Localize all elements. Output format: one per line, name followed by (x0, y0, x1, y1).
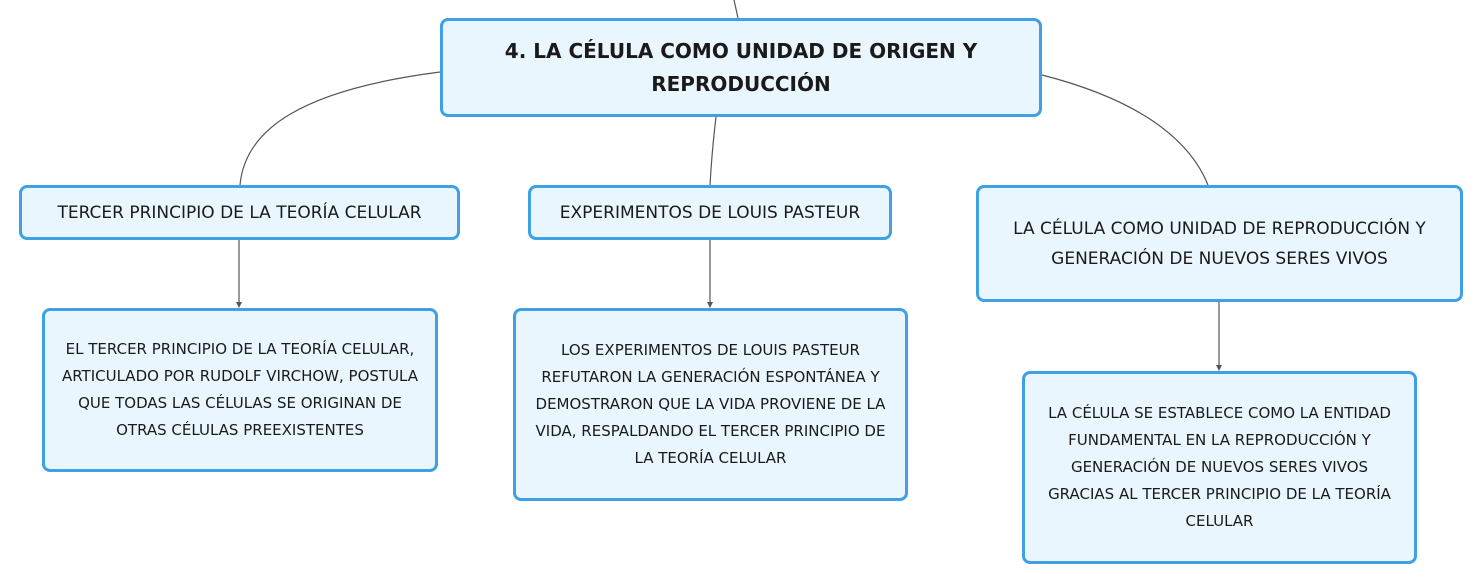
connector-topic-1-arrow (236, 302, 242, 308)
root-node-title: 4. LA CÉLULA COMO UNIDAD DE ORIGEN Y REP… (504, 38, 978, 96)
detail-node-pasteur-experiments[interactable]: LOS EXPERIMENTOS DE LOUIS PASTEUR REFUTA… (513, 308, 908, 501)
detail-node-text: EL TERCER PRINCIPIO DE LA TEORÍA CELULAR… (61, 340, 419, 439)
connector-topic-3-arrow (1216, 365, 1222, 371)
topic-node-cell-reproduction-unit[interactable]: LA CÉLULA COMO UNIDAD DE REPRODUCCIÓN Y … (976, 185, 1463, 302)
topic-node-title: TERCER PRINCIPIO DE LA TEORÍA CELULAR (57, 202, 422, 223)
topic-node-third-principle[interactable]: TERCER PRINCIPIO DE LA TEORÍA CELULAR (19, 185, 460, 240)
connector-root-to-topic-2 (709, 116, 717, 186)
topic-node-title: LA CÉLULA COMO UNIDAD DE REPRODUCCIÓN Y … (1013, 218, 1426, 269)
detail-node-text: LOS EXPERIMENTOS DE LOUIS PASTEUR REFUTA… (535, 341, 886, 467)
connector-parent-to-root (733, 0, 739, 19)
topic-node-title: EXPERIMENTOS DE LOUIS PASTEUR (559, 202, 861, 223)
root-node[interactable]: 4. LA CÉLULA COMO UNIDAD DE ORIGEN Y REP… (440, 18, 1042, 117)
detail-node-cell-reproduction-unit[interactable]: LA CÉLULA SE ESTABLECE COMO LA ENTIDAD F… (1022, 371, 1417, 564)
connector-root-to-topic-1 (239, 71, 441, 186)
detail-node-third-principle[interactable]: EL TERCER PRINCIPIO DE LA TEORÍA CELULAR… (42, 308, 438, 472)
detail-node-text: LA CÉLULA SE ESTABLECE COMO LA ENTIDAD F… (1048, 404, 1391, 530)
topic-node-pasteur-experiments[interactable]: EXPERIMENTOS DE LOUIS PASTEUR (528, 185, 892, 240)
connector-topic-2-arrow (707, 302, 713, 308)
connector-root-to-topic-3 (1041, 74, 1209, 186)
